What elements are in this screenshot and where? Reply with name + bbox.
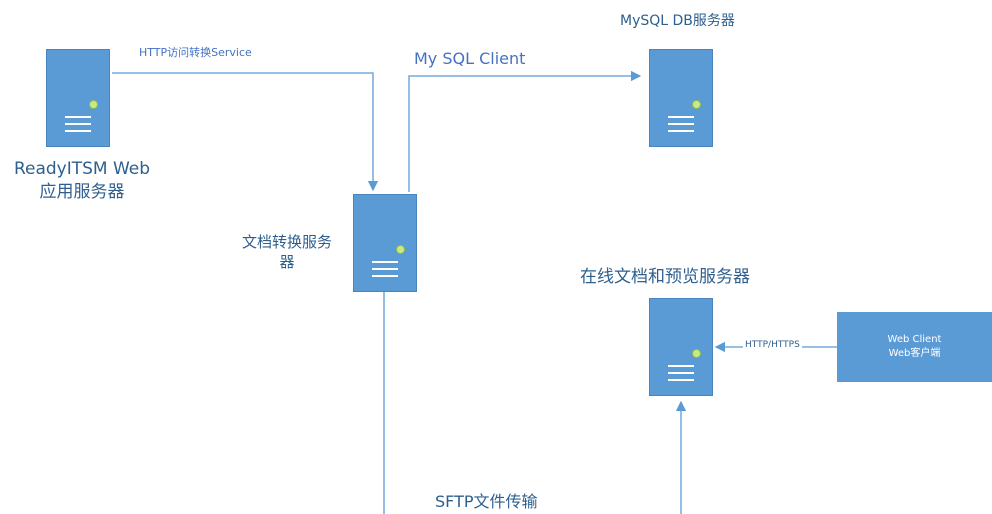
web-client-box[interactable]: Web Client Web客户端 — [837, 312, 992, 382]
mysql-server-icon[interactable] — [649, 49, 713, 147]
web-app-server-label-line1: ReadyITSM Web — [13, 159, 151, 179]
status-led — [396, 245, 405, 254]
doc-convert-server-label-line1: 文档转换服务 — [241, 233, 332, 251]
web-app-server-label: ReadyITSM Web 应用服务器 — [12, 158, 152, 204]
edge-http-convert — [112, 72, 379, 192]
drive-bays — [668, 365, 694, 386]
web-client-line2: Web客户端 — [888, 348, 941, 359]
web-client-line1: Web Client — [887, 334, 942, 345]
edge-label-mysql-client: My SQL Client — [414, 49, 526, 68]
drive-bays — [65, 116, 91, 137]
doc-convert-server-label: 文档转换服务 器 — [222, 232, 352, 272]
doc-convert-server-label-line2: 器 — [279, 253, 295, 271]
online-preview-server-label: 在线文档和预览服务器 — [580, 267, 750, 287]
mysql-server-label: MySQL DB服务器 — [620, 13, 735, 29]
web-app-server-label-line2: 应用服务器 — [39, 182, 125, 202]
doc-convert-server-icon[interactable] — [353, 194, 417, 292]
online-preview-server-icon[interactable] — [649, 298, 713, 396]
edge-label-http-https: HTTP/HTTPS — [743, 340, 802, 350]
edge-label-http-convert: HTTP访问转换Service — [139, 46, 252, 59]
status-led — [692, 349, 701, 358]
status-led — [692, 100, 701, 109]
status-led — [89, 100, 98, 109]
edge-mysql-client — [408, 70, 642, 192]
drive-bays — [372, 261, 398, 282]
drive-bays — [668, 116, 694, 137]
edge-label-sftp: SFTP文件传输 — [435, 492, 538, 511]
web-app-server-icon[interactable] — [46, 49, 110, 147]
